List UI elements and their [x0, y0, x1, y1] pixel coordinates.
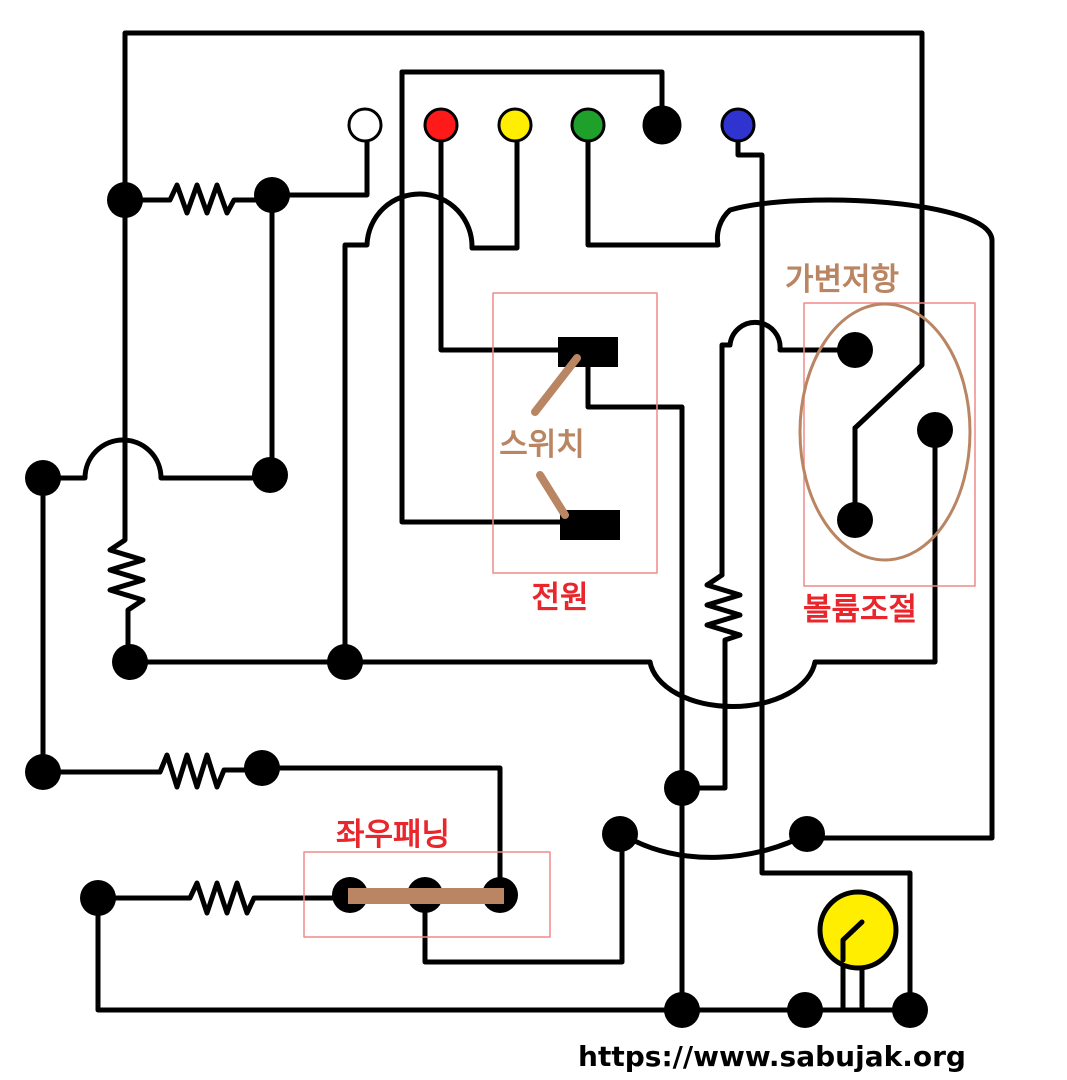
watermark-url: https://www.sabujak.org [578, 1040, 966, 1073]
power-switch [492, 292, 658, 574]
junction-dot [25, 460, 61, 496]
junction-dot [837, 502, 873, 538]
terminal-green [570, 107, 606, 143]
junction-dot [917, 412, 953, 448]
lamp-filament [840, 919, 865, 963]
junction-dot [837, 332, 873, 368]
junction-dot [892, 992, 928, 1028]
terminal-black [642, 105, 682, 145]
lamp-bulb [817, 889, 899, 971]
switch-label: 스위치 [499, 427, 585, 463]
junction-dot [107, 182, 143, 218]
junction-dot [252, 457, 288, 493]
terminal-yellow [497, 107, 533, 143]
junction-dot [789, 816, 825, 852]
switch-contact-bottom [560, 510, 620, 540]
junction-dot [664, 770, 700, 806]
panning-box-outline [303, 851, 551, 938]
switch-contact-top [558, 337, 618, 367]
junction-dot [787, 992, 823, 1028]
junction-dot [112, 644, 148, 680]
switch-lever-bottom [536, 471, 569, 519]
variable-resistor-outline [798, 302, 972, 562]
lr-panning-label: 좌우패닝 [336, 817, 450, 853]
panning-pot [303, 851, 551, 938]
junction-dot [602, 816, 638, 852]
switch-box-outline [492, 292, 658, 574]
junction-dot [664, 992, 700, 1028]
power-label: 전원 [531, 580, 588, 616]
switch-lever-top [531, 354, 581, 416]
junction-dot [327, 644, 363, 680]
terminal-white [347, 107, 383, 143]
variable-resistor [798, 302, 976, 587]
junction-dot [254, 177, 290, 213]
lamp [817, 889, 899, 971]
variable-resistor-label: 가변저항 [785, 262, 899, 298]
junction-dot [244, 750, 280, 786]
terminals [347, 105, 756, 145]
panning-slider [348, 888, 504, 904]
terminal-blue [720, 107, 756, 143]
volume-control-label: 볼륨조절 [803, 592, 917, 628]
terminal-red [423, 107, 459, 143]
junction-dot [80, 880, 116, 916]
junction-dot [25, 754, 61, 790]
wires [40, 30, 995, 1013]
labels: 가변저항 스위치 전원 볼륨조절 좌우패닝 https://www.sabuja… [336, 262, 966, 1073]
